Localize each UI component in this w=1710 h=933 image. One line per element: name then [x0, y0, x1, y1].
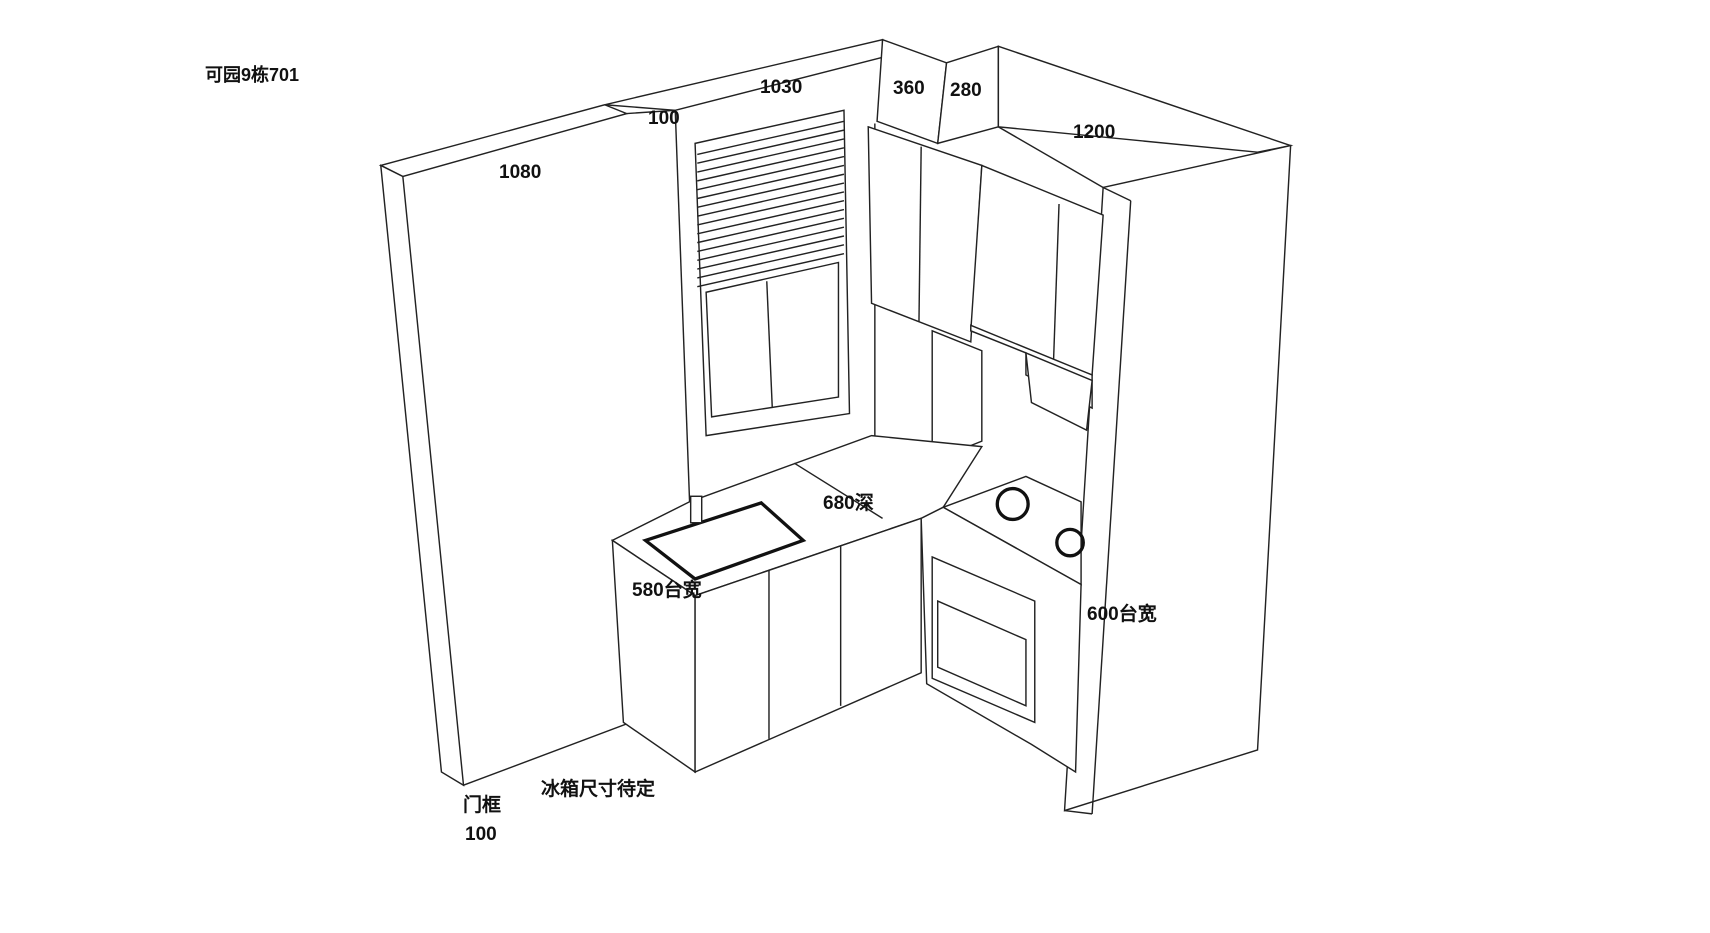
window-louver	[697, 138, 845, 173]
window-louver	[697, 129, 845, 164]
window-louver	[697, 155, 845, 191]
window-louver	[697, 191, 845, 226]
dim-column-b: 280	[950, 80, 982, 101]
window-louver	[697, 252, 845, 288]
window-louver	[697, 173, 845, 209]
project-title: 可园9栋701	[205, 65, 300, 85]
dim-door-offset: 100	[648, 108, 680, 129]
window-louver	[697, 200, 845, 235]
window-louver	[697, 208, 845, 244]
upper-cabinets	[867, 125, 1104, 463]
dim-back-wall: 1030	[760, 77, 803, 98]
dim-stove-counter-width: 600台宽	[1087, 604, 1157, 625]
window-louver	[697, 120, 845, 156]
base-cabinets	[610, 434, 1085, 774]
door-frame-size: 100	[465, 824, 497, 845]
left-wall	[378, 104, 646, 787]
window-louver	[697, 217, 845, 253]
dim-column-a: 360	[893, 78, 925, 99]
window-louver	[697, 244, 845, 279]
door-frame-label: 门框	[463, 795, 502, 816]
dim-left-wall: 1080	[499, 162, 542, 183]
dim-counter-depth: 680深	[823, 493, 874, 514]
wall-columns	[876, 38, 1294, 815]
window-louver	[697, 235, 845, 270]
dim-sink-counter-width: 580台宽	[632, 580, 702, 601]
window-louver	[697, 182, 845, 217]
dim-right-wall: 1200	[1073, 122, 1116, 143]
window	[694, 109, 851, 437]
fridge-note: 冰箱尺寸待定	[541, 779, 656, 800]
window-louver	[697, 164, 845, 200]
window-louver	[697, 226, 845, 261]
window-louver	[697, 147, 845, 182]
